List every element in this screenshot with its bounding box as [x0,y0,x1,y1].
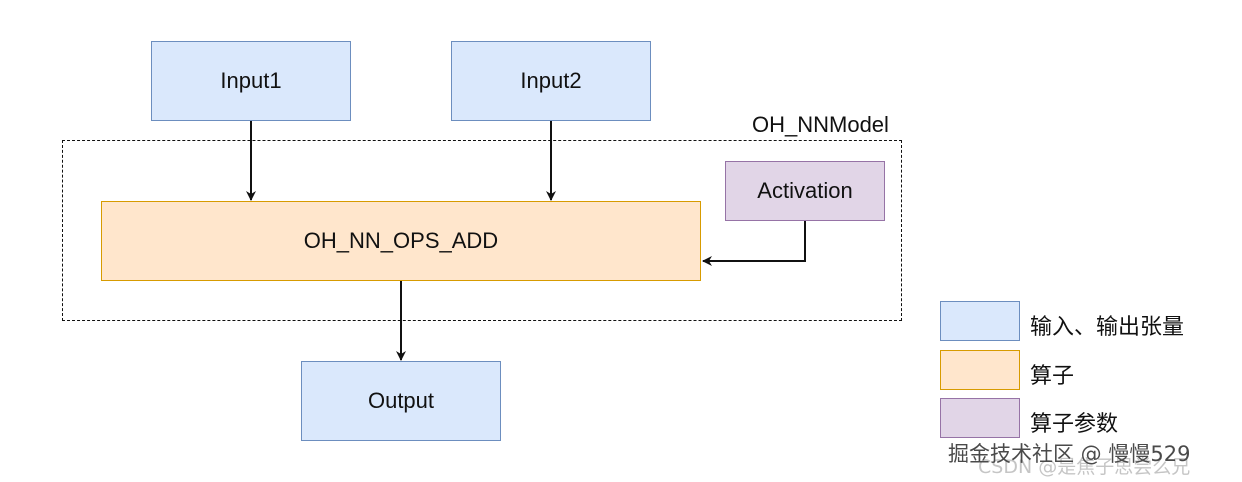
operator-node: OH_NN_OPS_ADD [101,201,701,281]
legend-label-tensor: 输入、输出张量 [1030,315,1185,340]
legend-swatch-tensor [940,301,1020,341]
output-node: Output [301,361,501,441]
input1-node: Input1 [151,41,351,121]
watermark-secondary: CSDN @是焦子思尝么兄 [978,456,1191,478]
legend-swatch-operator [940,350,1020,390]
model-boundary [62,140,902,321]
legend-label-operator: 算子 [1030,364,1075,389]
model-label: OH_NNModel [752,112,889,137]
legend-swatch-parameter [940,398,1020,438]
arrow-activation-to-op [702,221,806,266]
activation-node: Activation [725,161,885,221]
input2-node: Input2 [451,41,651,121]
watermark-primary: 掘金技术社区 @ 慢慢529 [948,442,1191,466]
legend-label-parameter: 算子参数 [1030,412,1119,437]
